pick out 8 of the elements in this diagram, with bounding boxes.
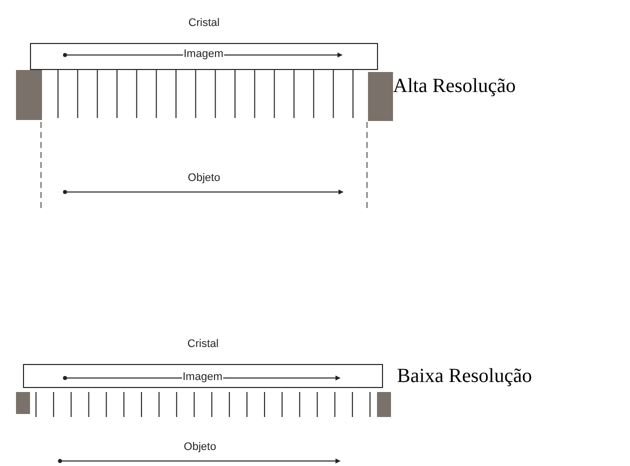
crystal-label: Cristal — [188, 18, 220, 29]
crystal-label: Cristal — [187, 339, 219, 350]
object-label: Objeto — [186, 173, 222, 184]
resolution-title: Baixa Resolução — [397, 364, 532, 389]
arrow-label: Imagem — [182, 49, 224, 60]
object-label: Objeto — [182, 442, 218, 453]
resolution-title: Alta Resolução — [393, 74, 516, 99]
arrow-label: Imagem — [182, 372, 224, 383]
